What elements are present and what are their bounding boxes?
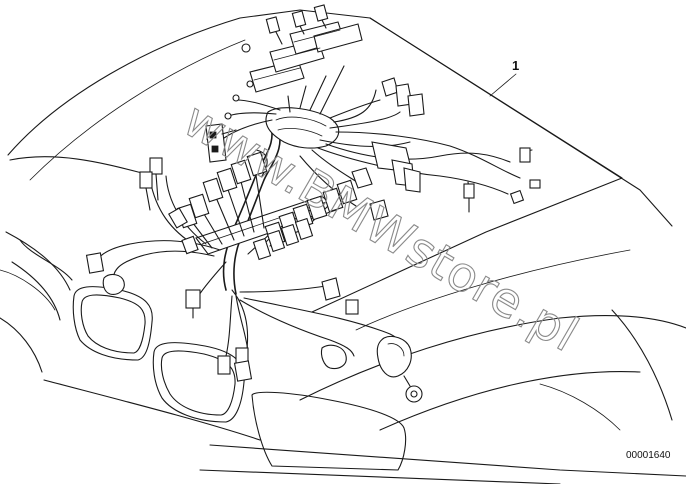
control-module-blocks — [224, 4, 363, 120]
callout-1: 1 — [489, 58, 519, 97]
car-body-outline — [0, 9, 686, 484]
left-connector-block — [205, 123, 237, 163]
callout-1-label: 1 — [512, 58, 519, 73]
right-side-connectors — [321, 77, 541, 301]
diagram-reference-number: 00001640 — [626, 450, 671, 461]
injector-plugs — [176, 151, 358, 261]
kidney-grille — [72, 286, 407, 471]
right-front-sensor — [376, 335, 423, 403]
front-sensors — [85, 157, 359, 382]
